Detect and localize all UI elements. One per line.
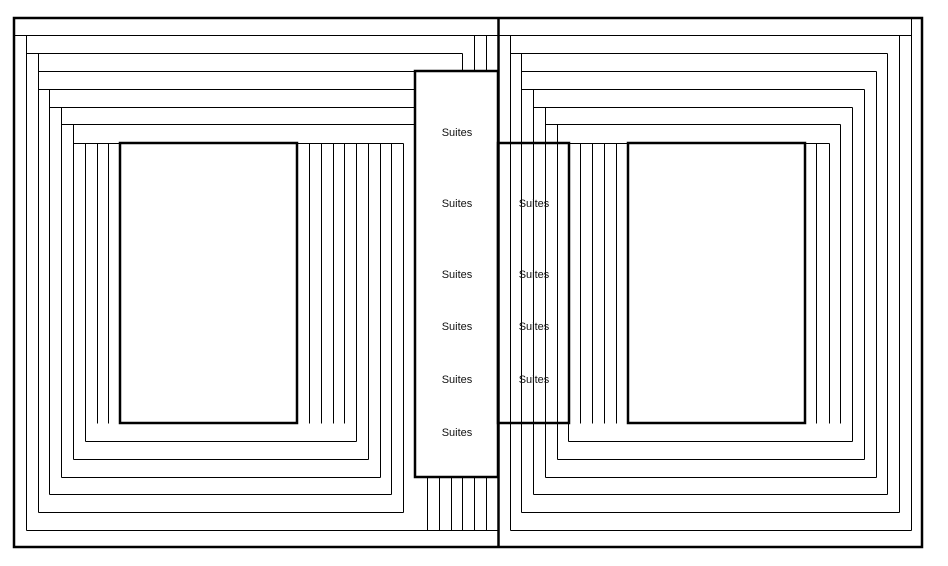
suite-label: Suites — [441, 127, 473, 139]
courtyard-left — [118, 141, 299, 425]
suite-label: Suites — [441, 427, 473, 439]
suite-label: Suites — [441, 374, 473, 386]
courtyard-right — [626, 141, 807, 425]
suite-label: Suites — [518, 321, 550, 333]
suite-label: Suites — [441, 321, 473, 333]
suite-label: Suites — [518, 269, 550, 281]
suite-label: Suites — [518, 198, 550, 210]
suites-block-right — [496, 141, 571, 425]
suite-label: Suites — [441, 269, 473, 281]
building-outline — [12, 16, 924, 549]
suite-label: Suites — [518, 374, 550, 386]
suite-label: Suites — [441, 198, 473, 210]
